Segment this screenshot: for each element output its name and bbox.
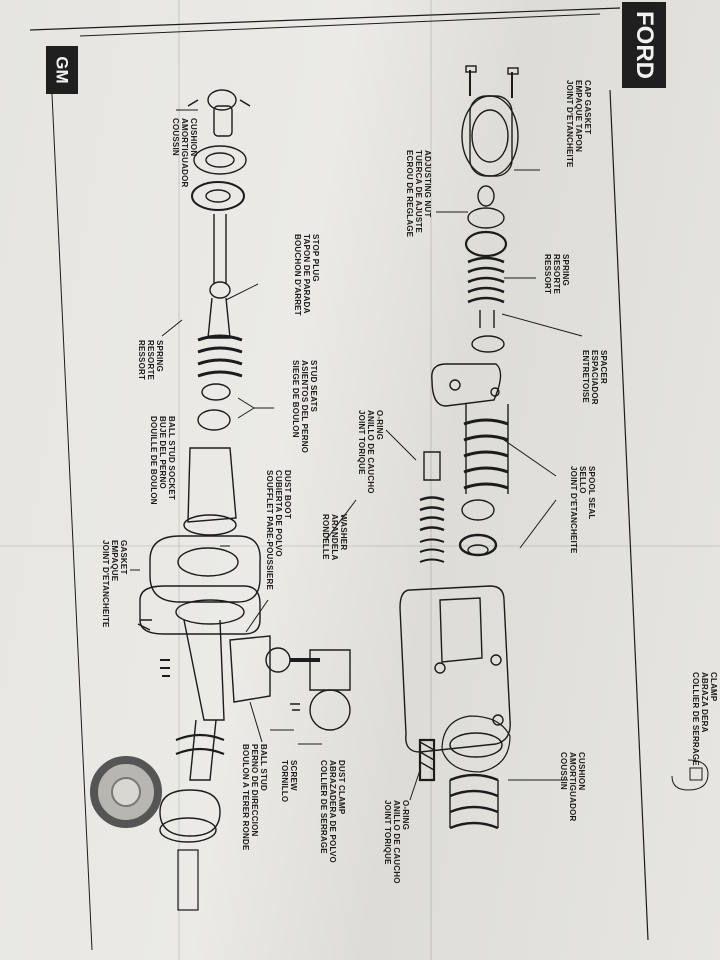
ford-assembly <box>399 65 519 830</box>
ford-brand-tab: FORD <box>622 2 666 88</box>
paper-fold <box>0 545 720 547</box>
gm-brand-tab: GM <box>46 46 78 94</box>
paper-fold <box>178 0 180 960</box>
leader-lines <box>130 109 709 801</box>
gm-assembly <box>90 89 351 911</box>
